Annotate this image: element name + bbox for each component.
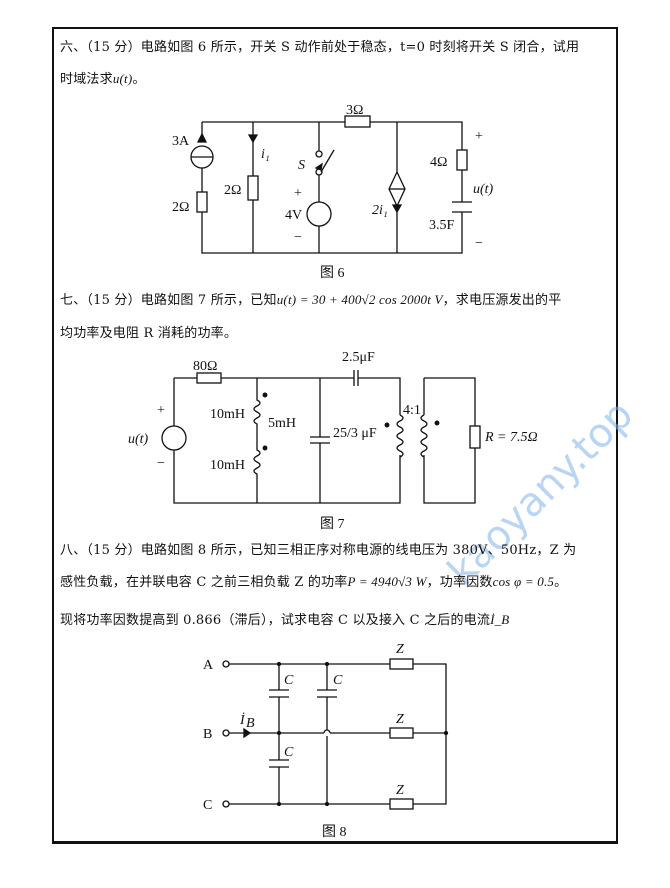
text: 七、（15 分）电路如图 7 所示，已知 bbox=[60, 293, 277, 308]
figure6-caption: 图 6 bbox=[320, 266, 345, 281]
label-vsrc: 4V bbox=[285, 208, 302, 223]
label-cap2: C bbox=[333, 673, 343, 688]
label-plus6b: + bbox=[475, 129, 483, 144]
label-l1: 10mH bbox=[210, 407, 245, 422]
label-ib: İ bbox=[239, 712, 246, 728]
label-plus7: + bbox=[157, 403, 165, 418]
label-load: R = 7.5Ω bbox=[484, 430, 538, 445]
label-c: C bbox=[203, 798, 212, 813]
label-ratio: 4:1 bbox=[403, 403, 421, 418]
label-ib-sub: B bbox=[246, 716, 255, 731]
label-r-top: 3Ω bbox=[346, 103, 363, 118]
text: 感性负载，在并联电容 C 之前三相负载 Z 的功率 bbox=[60, 575, 348, 590]
label-i1: i₁ bbox=[261, 147, 270, 162]
math: İ_B bbox=[490, 612, 510, 627]
text: 。 bbox=[554, 575, 568, 590]
problem7-line1: 七、（15 分）电路如图 7 所示，已知u(t) = 30 + 400√2 co… bbox=[60, 289, 561, 308]
text: ，求电压源发出的平 bbox=[442, 293, 562, 308]
math: u(t) bbox=[112, 71, 133, 86]
problem8-line1: 八、（15 分）电路如图 8 所示，已知三相正序对称电源的线电压为 380V、5… bbox=[60, 543, 577, 558]
label-minus6b: − bbox=[475, 236, 483, 251]
label-isrc: 3A bbox=[172, 134, 190, 149]
math: u(t) = 30 + 400√2 cos 2000t V bbox=[276, 292, 443, 307]
label-plus6: + bbox=[294, 186, 302, 201]
label-z3: Z bbox=[396, 783, 404, 798]
text: 时域法求 bbox=[60, 72, 113, 87]
label-r80: 80Ω bbox=[193, 359, 217, 374]
label-dep: 2i₁ bbox=[372, 203, 388, 218]
label-l2: 10mH bbox=[210, 458, 245, 473]
label-a: A bbox=[203, 658, 214, 673]
label-z1: Z bbox=[396, 642, 404, 657]
problem7-line2: 均功率及电阻 R 消耗的功率。 bbox=[60, 326, 238, 341]
label-minus6: − bbox=[294, 230, 302, 245]
label-minus7: − bbox=[157, 456, 165, 471]
text: 。 bbox=[132, 72, 146, 87]
label-cap1: C bbox=[284, 673, 294, 688]
label-c2: 25/3 μF bbox=[333, 426, 377, 441]
label-cap3: C bbox=[284, 745, 294, 760]
problem8-line3: 现将功率因数提高到 0.866（滞后），试求电容 C 以及接入 C 之后的电流İ… bbox=[60, 609, 509, 628]
label-m: 5mH bbox=[268, 416, 296, 431]
problem6-line2: 时域法求u(t)。 bbox=[60, 68, 146, 87]
text: 现将功率因数提高到 0.866（滞后），试求电容 C 以及接入 C 之后的电流 bbox=[60, 613, 491, 628]
problem8-line2: 感性负载，在并联电容 C 之前三相负载 Z 的功率P = 4940√3 W，功率… bbox=[60, 571, 567, 590]
label-u7: u(t) bbox=[128, 432, 149, 447]
label-c1: 2.5μF bbox=[342, 350, 375, 365]
label-u: u(t) bbox=[473, 182, 494, 197]
label-r-left: 2Ω bbox=[172, 200, 189, 215]
figure8-caption: 图 8 bbox=[322, 825, 347, 840]
text: ，功率因数 bbox=[426, 575, 493, 590]
problem6-line1: 六、（15 分）电路如图 6 所示，开关 S 动作前处于稳态，t=0 时刻将开关… bbox=[60, 40, 580, 55]
label-switch: S bbox=[298, 158, 305, 173]
page-frame bbox=[52, 27, 618, 844]
math: P = 4940√3 W bbox=[347, 574, 427, 589]
label-z2: Z bbox=[396, 712, 404, 727]
label-r-right: 4Ω bbox=[430, 155, 447, 170]
label-b: B bbox=[203, 727, 212, 742]
label-cap: 3.5F bbox=[429, 218, 455, 233]
figure7-caption: 图 7 bbox=[320, 517, 345, 532]
math: cos φ = 0.5 bbox=[492, 574, 555, 589]
label-r-i1: 2Ω bbox=[224, 183, 241, 198]
